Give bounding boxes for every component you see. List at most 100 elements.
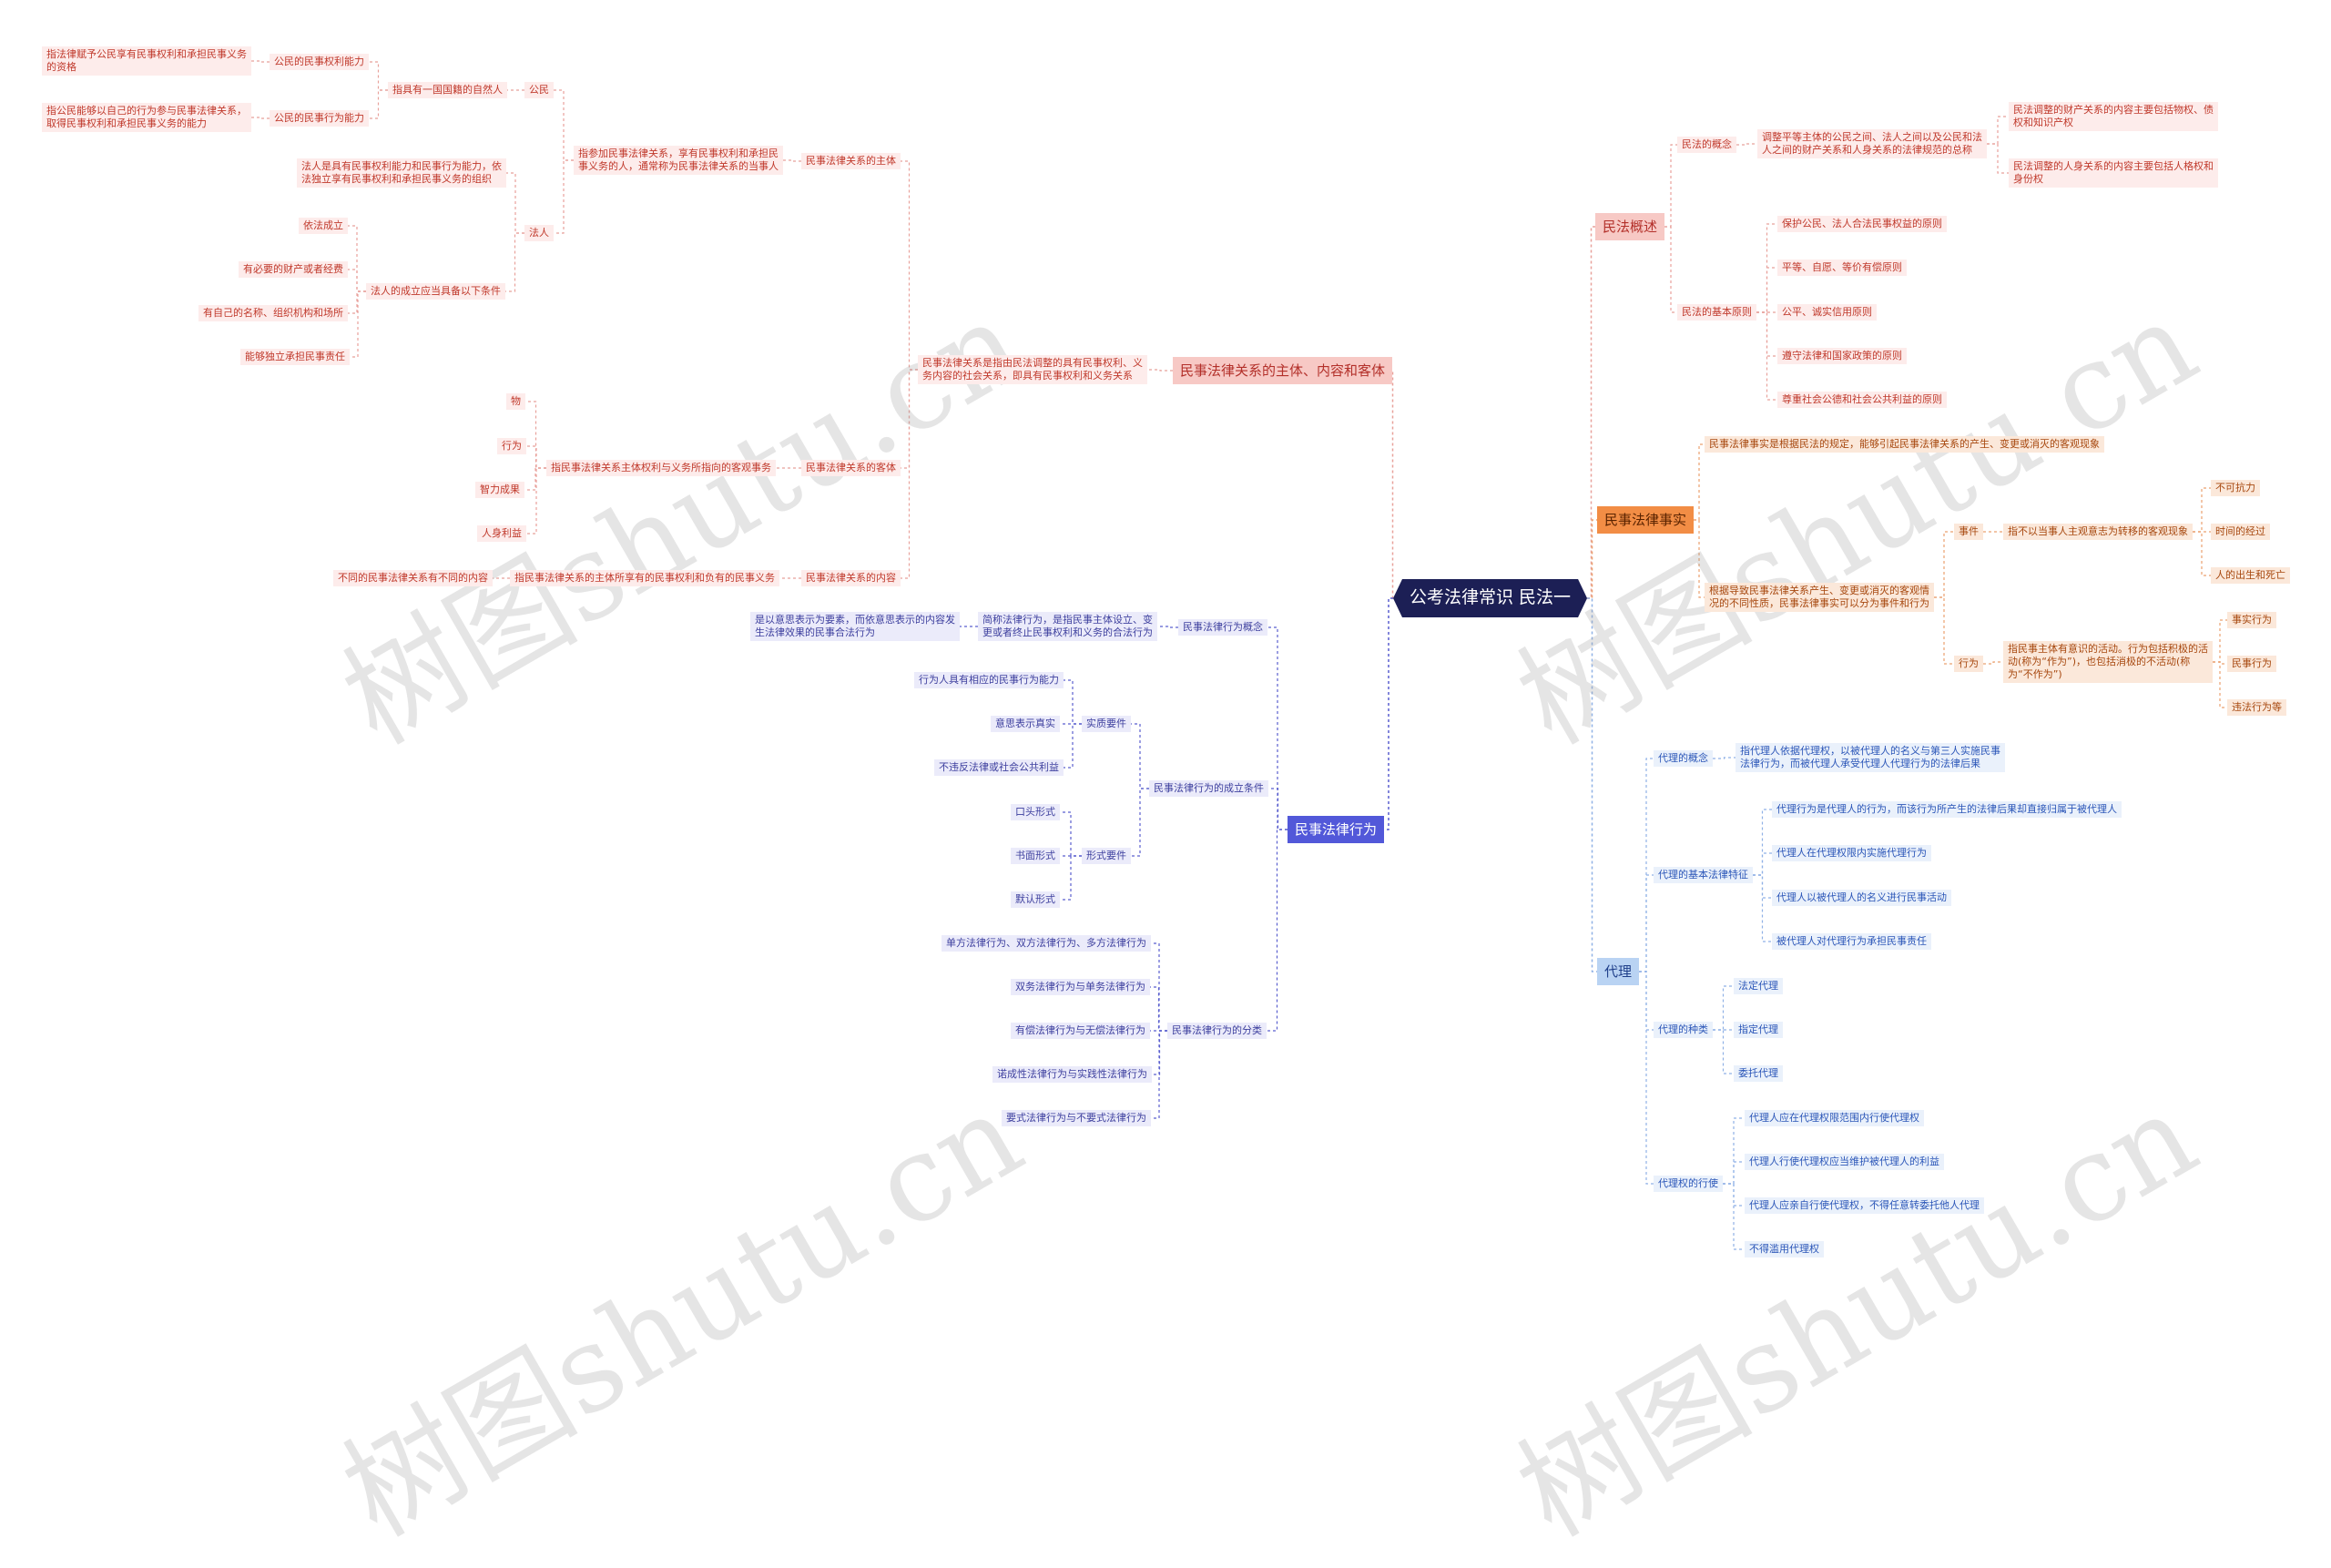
exercise-item[interactable]: 不得滥用代理权 [1745,1241,1824,1257]
node-event-text[interactable]: 指不以当事人主观意志为转移的客观现象 [2003,524,2193,540]
node-relation-content-text[interactable]: 指民事法律关系的主体所享有的民事权利和负有的民事义务 [510,570,779,586]
node-agency-exercise[interactable]: 代理权的行使 [1654,1176,1723,1192]
connector-line [783,159,801,162]
agency-type-item[interactable]: 委托代理 [1734,1065,1783,1082]
node-legal-person[interactable]: 法人 [524,225,554,241]
connector-line [1664,226,1677,313]
node-personal-relations[interactable]: 民法调整的人身关系的内容主要包括人格权和 身份权 [2009,158,2218,188]
connector-line [1384,597,1393,830]
root-topic[interactable]: 公考法律常识 民法一 [1393,579,1587,617]
agency-type-item[interactable]: 指定代理 [1734,1022,1783,1038]
feature-item[interactable]: 代理行为是代理人的行为，而该行为所产生的法律后果却直接归属于被代理人 [1772,801,2122,818]
node-basic-principles[interactable]: 民法的基本原则 [1677,304,1756,321]
branch-legal-relations[interactable]: 民事法律关系的主体、内容和客体 [1173,357,1393,384]
principle-item[interactable]: 平等、自愿、等价有偿原则 [1777,260,1907,276]
node-relation-subject-text[interactable]: 指参加民事法律关系，享有民事权利和承担民 事义务的人，通常称为民事法律关系的当事… [574,146,783,175]
connector-line [1268,788,1288,830]
principle-item[interactable]: 尊重社会公德和社会公共利益的原则 [1777,392,1947,408]
object-item[interactable]: 人身利益 [477,525,526,542]
connector-line [1756,267,1777,313]
requirement-item[interactable]: 不违反法律或社会公共利益 [934,759,1064,776]
node-relation-content-note[interactable]: 不同的民事法律关系有不同的内容 [333,570,493,586]
form-item[interactable]: 书面形式 [1011,848,1060,864]
node-civil-act-capacity-def[interactable]: 指公民能够以自己的行为参与民事法律关系， 取得民事权利和承担民事义务的能力 [42,103,251,132]
object-item[interactable]: 智力成果 [475,482,524,498]
node-relation-subject[interactable]: 民事法律关系的主体 [801,153,901,169]
node-legal-person-conditions[interactable]: 法人的成立应当具备以下条件 [366,283,505,300]
connector-line [1736,143,1757,146]
node-juristic-act-concept-text[interactable]: 简称法律行为，是指民事主体设立、变 更或者终止民事权利和义务的合法行为 [978,612,1157,641]
node-agency-concept[interactable]: 代理的概念 [1654,750,1713,767]
node-legal-person-definition[interactable]: 法人是具有民事权利能力和民事行为能力，依 法独立享有民事权利和承担民事义务的组织 [297,158,506,188]
classification-item[interactable]: 要式法律行为与不要式法律行为 [1002,1110,1151,1126]
node-formal-requirements[interactable]: 形式要件 [1082,848,1131,864]
condition-item[interactable]: 有必要的财产或者经费 [239,261,348,278]
condition-item[interactable]: 有自己的名称、组织机构和场所 [198,305,348,321]
connector-line [2193,487,2211,533]
act-item[interactable]: 民事行为 [2227,656,2276,672]
act-item[interactable]: 事实行为 [2227,612,2276,628]
node-civil-act-capacity[interactable]: 公民的民事行为能力 [270,110,369,127]
exercise-item[interactable]: 代理人应在代理权限范围内行使代理权 [1745,1110,1924,1126]
connector-line [1983,661,2003,665]
requirement-item[interactable]: 意思表示真实 [991,716,1060,732]
condition-item[interactable]: 依法成立 [299,218,348,234]
classification-item[interactable]: 有偿法律行为与无偿法律行为 [1011,1023,1150,1039]
node-agency-types[interactable]: 代理的种类 [1654,1022,1713,1038]
node-relation-object-text[interactable]: 指民事法律关系主体权利与义务所指向的客观事务 [546,460,776,476]
principle-item[interactable]: 遵守法律和国家政策的原则 [1777,348,1907,364]
condition-item[interactable]: 能够独立承担民事责任 [240,349,350,365]
event-item[interactable]: 时间的经过 [2211,524,2270,540]
classification-item[interactable]: 双务法律行为与单务法律行为 [1011,979,1150,995]
principle-item[interactable]: 公平、诚实信用原则 [1777,304,1877,321]
node-agency-concept-text[interactable]: 指代理人依据代理权，以被代理人的名义与第三人实施民事 法律行为，而被代理人承受代… [1736,743,2005,772]
node-legal-facts-classification[interactable]: 根据导致民事法律关系产生、变更或消灭的客观情 况的不同性质，民事法律事实可以分为… [1705,583,1934,612]
node-juristic-act-classification[interactable]: 民事法律行为的分类 [1167,1023,1267,1039]
connector-line [348,225,366,292]
agency-type-item[interactable]: 法定代理 [1734,978,1783,994]
branch-minfa-overview[interactable]: 民法概述 [1595,213,1665,240]
event-item[interactable]: 不可抗力 [2211,480,2260,496]
node-civil-rights-capacity-def[interactable]: 指法律赋予公民享有民事权利和承担民事义务 的资格 [42,46,251,76]
node-relation-object[interactable]: 民事法律关系的客体 [801,460,901,476]
connector-line [350,290,366,358]
classification-item[interactable]: 诺成性法律行为与实践性法律行为 [992,1066,1152,1083]
form-item[interactable]: 口头形式 [1011,804,1060,820]
node-relation-content[interactable]: 民事法律关系的内容 [801,570,901,586]
requirement-item[interactable]: 行为人具有相应的民事行为能力 [914,672,1064,688]
connector-line [1587,597,1597,972]
branch-agency[interactable]: 代理 [1597,958,1640,985]
act-item[interactable]: 违法行为等 [2227,699,2286,716]
branch-civil-juristic-acts[interactable]: 民事法律行为 [1288,816,1385,843]
node-legal-relation-definition[interactable]: 民事法律关系是指由民法调整的具有民事权利、义 务内容的社会关系，即具有民事权利和… [918,355,1147,384]
node-act-text[interactable]: 指民事主体有意识的活动。行为包括积极的活 动(称为“作为”)，也包括消极的不活动… [2003,641,2213,683]
object-item[interactable]: 行为 [497,438,526,454]
event-item[interactable]: 人的出生和死亡 [2211,567,2290,584]
node-citizen-definition[interactable]: 指具有一国国籍的自然人 [388,82,507,98]
form-item[interactable]: 默认形式 [1011,891,1060,908]
node-citizen[interactable]: 公民 [524,82,554,98]
exercise-item[interactable]: 代理人应亲自行使代理权，不得任意转委托他人代理 [1745,1197,1984,1214]
node-act[interactable]: 行为 [1954,656,1983,672]
classification-item[interactable]: 单方法律行为、双方法律行为、多方法律行为 [942,935,1151,952]
node-civil-rights-capacity[interactable]: 公民的民事权利能力 [270,54,369,70]
feature-item[interactable]: 被代理人对代理行为承担民事责任 [1772,933,1931,950]
node-substantive-requirements[interactable]: 实质要件 [1082,716,1131,732]
node-juristic-act-conditions[interactable]: 民事法律行为的成立条件 [1149,780,1268,797]
connector-line [526,445,546,469]
node-juristic-act-concept-note[interactable]: 是以意思表示为要素，而依意思表示的内容发 生法律效果的民事合法行为 [750,612,960,641]
node-property-relations[interactable]: 民法调整的财产关系的内容主要包括物权、债 权和知识产权 [2009,102,2218,131]
feature-item[interactable]: 代理人在代理权限内实施代理行为 [1772,845,1931,861]
node-event[interactable]: 事件 [1954,524,1983,540]
node-agency-features[interactable]: 代理的基本法律特征 [1654,867,1753,883]
feature-item[interactable]: 代理人以被代理人的名义进行民事活动 [1772,890,1951,906]
principle-item[interactable]: 保护公民、法人合法民事权益的原则 [1777,216,1947,232]
node-legal-facts-definition[interactable]: 民事法律事实是根据民法的规定，能够引起民事法律关系的产生、变更或消灭的客观现象 [1705,436,2104,453]
node-juristic-act-concept[interactable]: 民事法律行为概念 [1178,619,1267,636]
node-civil-law-concept-text[interactable]: 调整平等主体的公民之间、法人之间以及公民和法 人之间的财产关系和人身关系的法律规… [1757,129,1987,158]
node-civil-law-concept[interactable]: 民法的概念 [1677,137,1736,153]
exercise-item[interactable]: 代理人行使代理权应当维护被代理人的利益 [1745,1154,1944,1170]
connector-line [1723,1183,1745,1250]
branch-legal-facts[interactable]: 民事法律事实 [1597,506,1695,534]
object-item[interactable]: 物 [506,393,525,410]
